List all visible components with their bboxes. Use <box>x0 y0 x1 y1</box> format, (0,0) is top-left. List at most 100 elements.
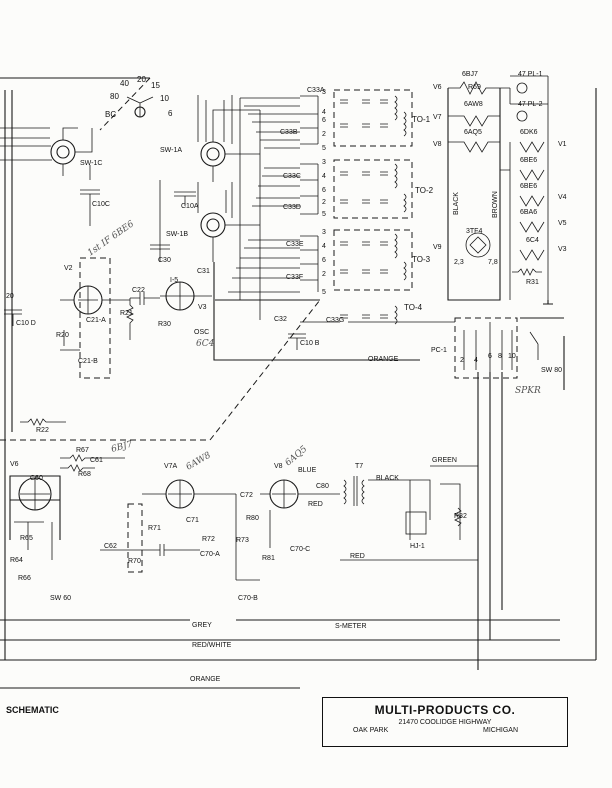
company-state: MICHIGAN <box>483 727 518 734</box>
svg-text:C60: C60 <box>30 475 43 482</box>
coil-to1-label: TO-1 <box>412 115 431 124</box>
svg-text:4: 4 <box>322 173 326 180</box>
tube-v7a-label: V7A <box>164 463 178 470</box>
note-v2: 1st IF 6BE6 <box>86 219 136 258</box>
svg-text:C70-C: C70-C <box>290 546 310 553</box>
svg-text:6AQ5: 6AQ5 <box>464 129 482 136</box>
company-title-block: MULTI-PRODUCTS CO. 21470 COOLIDGE HIGHWA… <box>322 697 568 747</box>
sw1c-label: SW-1C <box>80 160 102 167</box>
svg-text:C71: C71 <box>186 517 199 524</box>
capacitor-c10c: C10C <box>80 189 110 226</box>
svg-text:GREEN: GREEN <box>432 457 457 464</box>
svg-text:I-5: I-5 <box>170 277 178 284</box>
svg-text:2: 2 <box>322 199 326 206</box>
capacitor-c22: C22 <box>130 287 160 305</box>
svg-text:BLACK: BLACK <box>376 475 399 482</box>
dial-tick-bc: BC <box>105 110 116 119</box>
svg-text:3: 3 <box>322 89 326 96</box>
svg-text:7,8: 7,8 <box>488 259 498 266</box>
coil-to4-label: TO-4 <box>404 303 423 312</box>
connector-pc1: PC-1 2 4 6 8 10 SW 80 SPKR <box>420 317 562 396</box>
svg-text:T7: T7 <box>355 463 363 470</box>
svg-text:RED: RED <box>308 501 323 508</box>
tube-v3: I-5 V3 C31 R30 OSC <box>158 268 212 336</box>
transformer-t7: T7 BLACK GREEN R82 HJ-1 RED <box>340 457 478 561</box>
company-name: MULTI-PRODUCTS CO. <box>374 703 516 717</box>
capacitor-c10d: C10 D 20 <box>4 293 36 327</box>
svg-text:BLUE: BLUE <box>298 467 317 474</box>
svg-text:V1: V1 <box>558 141 567 148</box>
note-v7: 6AW8 <box>185 450 213 472</box>
svg-text:5: 5 <box>322 145 326 152</box>
svg-text:C10C: C10C <box>92 201 110 208</box>
svg-text:V4: V4 <box>558 194 567 201</box>
svg-text:C10A: C10A <box>181 203 199 210</box>
svg-text:5: 5 <box>322 289 326 296</box>
svg-text:R72: R72 <box>202 536 215 543</box>
svg-text:C32: C32 <box>274 316 287 323</box>
svg-text:C33C: C33C <box>283 173 301 180</box>
tube-v6-label: V6 <box>10 461 19 468</box>
sw1b-label: SW-1B <box>166 231 188 238</box>
switch-sw1a: SW-1A <box>160 95 260 182</box>
svg-text:8: 8 <box>498 353 502 360</box>
wire-orange-bottom: ORANGE <box>190 676 221 683</box>
svg-text:5: 5 <box>322 211 326 218</box>
svg-text:6: 6 <box>322 187 326 194</box>
tube-v7a: V7A R71 C71 C70-A R72 R73 C62 R70 C70-B <box>100 463 260 602</box>
sw80-label: SW 80 <box>541 367 562 374</box>
svg-text:BROWN: BROWN <box>492 191 499 218</box>
schematic-label: SCHEMATIC <box>6 705 59 715</box>
svg-text:C61: C61 <box>90 457 103 464</box>
company-address: 21470 COOLIDGE HIGHWAY <box>398 719 492 726</box>
svg-text:C21-A: C21-A <box>86 317 106 324</box>
svg-text:6BE6: 6BE6 <box>520 157 537 164</box>
svg-text:6BJ7: 6BJ7 <box>462 71 478 78</box>
note-v6: 6BJ7 <box>110 440 134 455</box>
svg-text:V8: V8 <box>433 141 442 148</box>
svg-text:R81: R81 <box>262 555 275 562</box>
svg-text:C10 D: C10 D <box>16 320 36 327</box>
svg-text:C33D: C33D <box>283 204 301 211</box>
svg-text:BLACK: BLACK <box>453 192 460 215</box>
resistor-r21: R21 <box>120 298 134 340</box>
svg-text:C21-B: C21-B <box>78 358 98 365</box>
svg-text:V5: V5 <box>558 220 567 227</box>
coil-to3-label: TO-3 <box>412 255 431 264</box>
svg-text:6: 6 <box>488 353 492 360</box>
tube-v2-label: V2 <box>64 265 73 272</box>
svg-text:R73: R73 <box>236 537 249 544</box>
sw1a-label: SW-1A <box>160 147 182 154</box>
svg-text:C62: C62 <box>104 543 117 550</box>
svg-text:C80: C80 <box>316 483 329 490</box>
svg-text:R30: R30 <box>158 321 171 328</box>
svg-text:R70: R70 <box>128 558 141 565</box>
coil-group-to1: TO-1 C33A C33B 3 4 6 2 5 <box>280 87 431 152</box>
svg-text:2: 2 <box>322 131 326 138</box>
sw60-label: SW 60 <box>50 595 71 602</box>
dial-tick-10: 10 <box>160 94 169 103</box>
svg-text:OSC: OSC <box>194 329 209 336</box>
svg-text:R21: R21 <box>120 310 133 317</box>
svg-text:6: 6 <box>322 257 326 264</box>
svg-text:C70-B: C70-B <box>238 595 258 602</box>
resistor-r22: R22 <box>20 418 66 434</box>
tube-v2: V2 C21-A C21-B R20 <box>56 257 130 379</box>
svg-text:R31: R31 <box>526 279 539 286</box>
tube-v8-label: V8 <box>274 463 283 470</box>
svg-text:3: 3 <box>322 229 326 236</box>
coil-to2-label: TO-2 <box>415 186 434 195</box>
wire-red-white: RED/WHITE <box>192 642 232 649</box>
svg-text:C30: C30 <box>158 257 171 264</box>
svg-text:47 PL-2: 47 PL-2 <box>518 101 543 108</box>
wire-orange-top: ORANGE <box>368 356 399 363</box>
capacitor-c30: C30 <box>150 244 171 264</box>
svg-text:C70-A: C70-A <box>200 551 220 558</box>
svg-text:3TF4: 3TF4 <box>466 228 482 235</box>
coil-group-to2: TO-2 C33C C33D 3 4 6 2 5 <box>283 159 434 219</box>
filament-string: 6BJ7 R69 47 PL-1 47 PL-2 6AW8 6AQ5 6DK6 … <box>433 71 567 305</box>
svg-text:R80: R80 <box>246 515 259 522</box>
svg-text:6DK6: 6DK6 <box>520 129 538 136</box>
